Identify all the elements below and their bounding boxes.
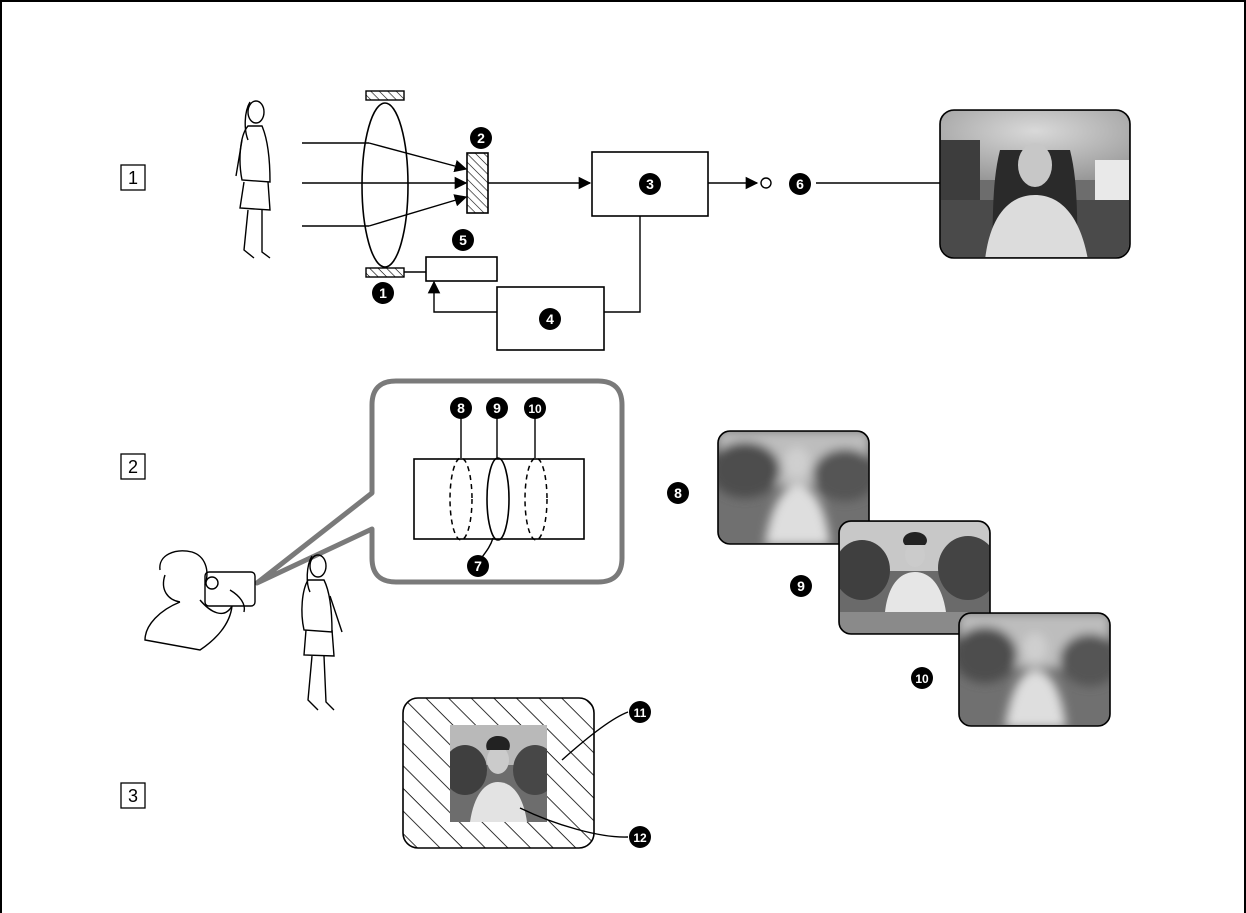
light-rays: [302, 142, 468, 227]
svg-text:5: 5: [459, 232, 467, 248]
callout-badge-9-photo: 9: [790, 575, 812, 597]
callout-badge-10-lens: 10: [524, 397, 546, 419]
section-2-label: 2: [128, 457, 138, 477]
focus-motor-block: [425, 256, 498, 282]
lens-mount-top: [365, 90, 405, 101]
svg-text:8: 8: [674, 485, 682, 501]
near-focus-lens-position: [449, 457, 473, 541]
svg-text:7: 7: [474, 558, 482, 574]
svg-text:4: 4: [546, 311, 554, 327]
section-1-marker: 1: [120, 164, 146, 191]
leader-line-11: [561, 711, 629, 761]
svg-text:9: 9: [493, 400, 501, 416]
focus-lens: [361, 102, 409, 268]
callout-badge-5: 5: [452, 229, 474, 251]
svg-text:8: 8: [457, 400, 465, 416]
section-3-marker: 3: [120, 782, 146, 809]
callout-badge-8-photo: 8: [667, 482, 689, 504]
section-1-label: 1: [128, 168, 138, 188]
callout-badge-3: 3: [639, 173, 661, 195]
section-2-marker: 2: [120, 453, 146, 480]
focus-area-frame: [402, 697, 595, 849]
image-sensor: [466, 152, 489, 214]
on-focus-photo: [838, 520, 991, 635]
feedback-line-processor-to-controller: [604, 216, 641, 313]
svg-text:10: 10: [528, 402, 542, 416]
subject-woman-figure-2: [301, 554, 343, 711]
far-focus-photo: [958, 612, 1111, 727]
lens-barrel: [413, 458, 585, 540]
section-3-label: 3: [128, 786, 138, 806]
callout-badge-4: 4: [539, 308, 561, 330]
monitor-output-photo: [939, 109, 1131, 259]
lens-mount-bottom: [365, 267, 405, 278]
svg-text:10: 10: [915, 672, 929, 686]
callout-badge-1: 1: [372, 282, 394, 304]
leader-line-12: [519, 807, 629, 838]
svg-text:2: 2: [477, 130, 485, 146]
subject-woman-figure: [235, 100, 271, 259]
callout-badge-12: 12: [629, 826, 651, 848]
callout-badge-10-photo: 10: [911, 667, 933, 689]
callout-badge-9-lens: 9: [486, 397, 508, 419]
callout-badge-6: 6: [789, 173, 811, 195]
svg-text:11: 11: [634, 706, 647, 720]
feedback-line-controller-to-motor: [427, 280, 497, 313]
svg-text:9: 9: [797, 578, 805, 594]
camera-operator-figure: [144, 550, 256, 651]
near-focus-photo: [717, 430, 870, 545]
svg-text:12: 12: [633, 831, 647, 845]
callout-badge-11: 11: [629, 701, 651, 723]
current-focus-lens: [486, 457, 510, 541]
callout-badge-7: 7: [467, 555, 489, 577]
callout-badge-2: 2: [470, 127, 492, 149]
svg-text:1: 1: [379, 285, 387, 301]
far-focus-lens-position: [524, 457, 548, 541]
svg-text:3: 3: [646, 176, 654, 192]
svg-text:6: 6: [796, 176, 804, 192]
callout-badge-8-lens: 8: [450, 397, 472, 419]
output-terminal: [760, 177, 772, 189]
